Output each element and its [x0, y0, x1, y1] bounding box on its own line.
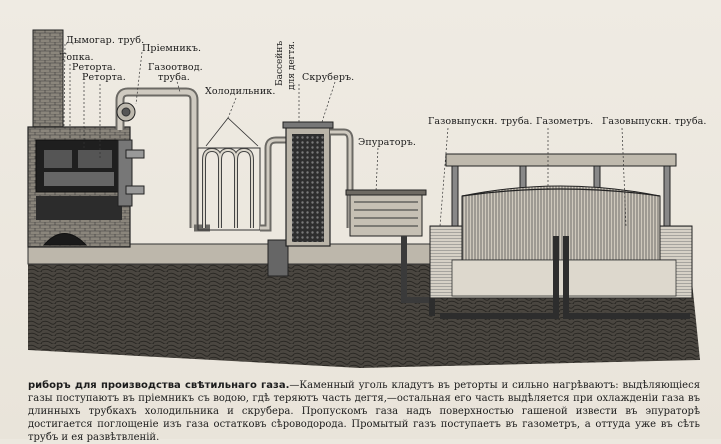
condenser — [197, 117, 261, 231]
retort-furnace — [27, 126, 145, 248]
scrubber — [282, 121, 354, 247]
label-tar-basin-line1: Бассейнъ — [275, 40, 285, 86]
gasometer — [429, 153, 693, 319]
label-gas-pipe-line1: Газоотвод. — [148, 62, 203, 73]
label-leaders — [63, 43, 627, 227]
chimney — [32, 29, 64, 129]
label-outlet-pipe-right: Газовыпускн. труба. — [602, 116, 707, 127]
label-retort-1: Реторта. — [72, 62, 116, 73]
label-outlet-pipe-left: Газовыпускн. труба. — [428, 116, 533, 127]
caption-text: —Каменный уголь кладутъ въ реторты и сил… — [28, 380, 700, 443]
label-receiver: Пріемникъ. — [142, 43, 202, 54]
label-condenser: Холодильник. — [205, 86, 276, 97]
label-chimney: Дымогар. труб. — [66, 35, 145, 46]
label-scrubber: Скруберъ. — [302, 72, 355, 83]
label-tar-basin-line2: для дегтя. — [287, 41, 297, 90]
purifier — [345, 189, 432, 303]
caption-title: риборъ для производства свѣтильнаго газа… — [28, 380, 290, 391]
label-retort-2: Реторта. — [82, 72, 126, 83]
label-purifier: Эпураторъ. — [358, 137, 417, 148]
label-firebox: Топка. — [60, 52, 94, 63]
label-gasometer: Газометръ. — [536, 116, 594, 127]
label-gas-pipe-line2: труба. — [158, 72, 190, 83]
engraving-illustration — [27, 29, 700, 368]
pipe-to-scrubber — [260, 136, 290, 277]
figure-caption: риборъ для производства свѣтильнаго газа… — [28, 379, 700, 444]
